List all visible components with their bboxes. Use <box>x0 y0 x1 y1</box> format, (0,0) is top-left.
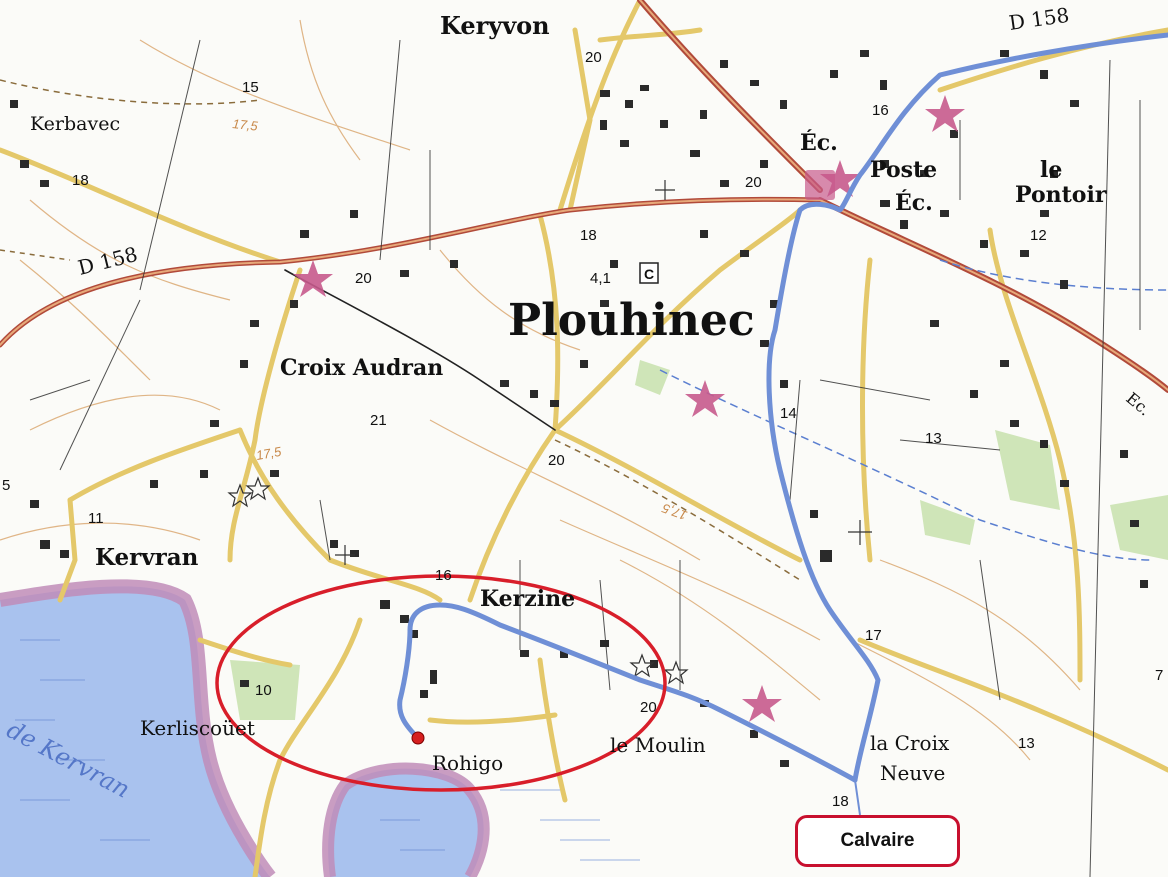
spot-height: 13 <box>1018 735 1035 752</box>
crosses <box>335 180 872 565</box>
route-path <box>397 32 1168 783</box>
spot-height: 4,1 <box>590 270 611 287</box>
contour-label: 17,5 <box>232 116 259 134</box>
tracks-and-stream <box>0 79 1168 581</box>
spot-height: 18 <box>72 172 89 189</box>
contour-label: 17,5 <box>255 444 283 463</box>
spot-height: 15 <box>242 79 259 96</box>
buildings <box>10 50 1148 767</box>
spot-height: 10 <box>255 682 272 699</box>
main-roads <box>0 0 1168 431</box>
place-la-croix-neuve: la Croix Neuve <box>870 731 956 785</box>
spot-height: 12 <box>1030 227 1047 244</box>
highlight-ellipse <box>215 574 667 792</box>
calvaire-callout[interactable]: Calvaire <box>795 815 960 867</box>
spot-height: 18 <box>580 227 597 244</box>
place-kerzine: Kerzine <box>480 586 575 612</box>
spot-height: 16 <box>435 567 452 584</box>
la-croix-neuve-line2: Neuve <box>880 761 945 785</box>
calvaire-label: Calvaire <box>840 830 915 851</box>
place-croix-audran: Croix Audran <box>280 355 443 381</box>
le-pontoir-line1: le <box>1040 157 1062 183</box>
spot-height: 20 <box>640 699 657 716</box>
spot-height: 20 <box>355 270 372 287</box>
place-le-pontoir: le Pontoir <box>1015 157 1107 208</box>
place-ecole-1: Éc. <box>800 129 838 156</box>
calvaire-connector <box>854 779 861 816</box>
spot-heights: 15 18 20 20 18 4,1 20 16 12 21 20 14 13 … <box>2 49 1163 810</box>
place-plouhinec: Plouhinec <box>508 295 755 346</box>
small-stars <box>227 476 689 685</box>
place-kervran: Kervran <box>95 544 199 571</box>
place-keryvon: Keryvon <box>440 11 550 40</box>
place-le-moulin: le Moulin <box>610 733 706 757</box>
vegetation-areas <box>230 360 1168 720</box>
start-point-marker[interactable] <box>411 731 425 745</box>
spot-height: 20 <box>585 49 602 66</box>
spot-height: 18 <box>832 793 849 810</box>
place-poste: Poste <box>870 157 937 183</box>
spot-height: 20 <box>745 174 762 191</box>
spot-height: 5 <box>2 477 10 494</box>
spot-height: 20 <box>548 452 565 469</box>
monument-stars <box>293 95 965 722</box>
place-rohigo: Rohigo <box>432 751 503 775</box>
spot-height: 21 <box>370 412 387 429</box>
spot-height: 17 <box>865 627 882 644</box>
field-boundaries <box>29 39 1141 877</box>
place-ecole-2: Éc. <box>895 189 933 216</box>
place-kerbavec: Kerbavec <box>30 113 120 135</box>
spot-height: 14 <box>780 405 797 422</box>
town-centre <box>805 170 835 200</box>
la-croix-neuve-line1: la Croix <box>870 731 950 755</box>
spot-height: 13 <box>925 430 942 447</box>
estuary-water <box>0 579 640 877</box>
place-kerliscouet: Kerliscoüet <box>140 716 255 740</box>
spot-height: 7 <box>1155 667 1163 684</box>
le-pontoir-line2: Pontoir <box>1015 182 1107 208</box>
cemetery-symbol-label: C <box>644 266 654 282</box>
spot-height: 16 <box>872 102 889 119</box>
spot-height: 11 <box>88 510 104 527</box>
cemetery-symbol: C <box>639 262 659 284</box>
